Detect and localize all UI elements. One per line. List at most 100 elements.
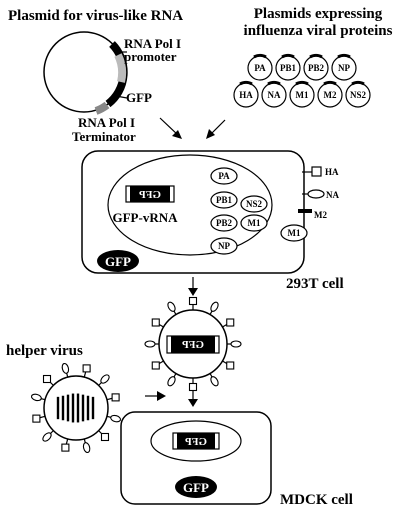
promoter-label-line1: RNA Pol I: [124, 36, 181, 51]
svg-text:M1: M1: [288, 228, 301, 238]
protein-plasmid-na: NA: [261, 80, 287, 108]
ha-spike-icon: [42, 374, 52, 384]
na-spike-icon: [100, 374, 110, 384]
ha-spike-icon: [151, 318, 160, 327]
gfp-vrna-label: GFP-vRNA: [113, 210, 179, 225]
vrna-gene-box: GFP: [125, 185, 175, 203]
svg-text:NS2: NS2: [246, 199, 263, 209]
nucleus-pill-pb2: PB2: [210, 214, 238, 232]
svg-text:GFP: GFP: [105, 254, 131, 269]
arrow-head-left: [172, 130, 182, 139]
ha-spike-icon: [111, 393, 120, 402]
protein-plasmid-label: M1: [296, 90, 309, 100]
ha-spike-icon: [82, 364, 91, 373]
virion-gene-box: GFP: [166, 335, 220, 354]
protein-plasmid-label: NP: [338, 63, 350, 73]
na-spike-icon: [61, 362, 70, 374]
protein-plasmid-pa: PA: [247, 53, 273, 81]
protein-plasmid-label: HA: [239, 90, 253, 100]
right-title-line2: influenza viral proteins: [244, 23, 393, 39]
plasmid-insert-gfp: [114, 53, 127, 83]
nucleus-pill-pa: PA: [210, 167, 238, 185]
helper-virus-label: helper virus: [6, 343, 83, 359]
na-spike-icon: [230, 340, 242, 348]
ha-spike-icon: [151, 361, 160, 370]
nucleus-proteins: PA PB1 PB2 NP NS2 M1: [210, 167, 268, 255]
arrow-to-mdck: [188, 390, 198, 407]
arrow-head-right: [206, 129, 215, 139]
protein-plasmids-group: PA PB1 PB2 NP HA NA M1 M2 NS2: [233, 53, 371, 108]
ha-spike-icon: [188, 382, 198, 392]
na-spike-icon: [42, 432, 52, 442]
nucleus-pill-ns2: NS2: [240, 195, 268, 213]
gfp-badge-293t: GFP: [97, 250, 139, 272]
ha-spike-icon: [188, 296, 198, 306]
gfp-pointer: [115, 95, 128, 99]
na-head-icon: [307, 189, 325, 199]
ha-spike-icon: [226, 318, 235, 327]
nucleus-pill-m1: M1: [240, 214, 268, 232]
ha-head-icon: [311, 166, 322, 177]
na-spike-icon: [30, 393, 42, 402]
protein-plasmid-m1: M1: [289, 80, 315, 108]
plasmid-gfp-label: GFP: [126, 90, 152, 105]
svg-text:M1: M1: [248, 218, 261, 228]
protein-plasmid-label: PB1: [280, 63, 297, 73]
mdck-gene-box: GFP: [172, 432, 220, 450]
na-spike-icon: [110, 414, 122, 423]
svg-text:PB1: PB1: [216, 195, 233, 205]
protein-plasmid-label: M2: [324, 90, 337, 100]
virion-spikes: [144, 296, 242, 392]
vrna-gene-text: GFP: [139, 189, 161, 201]
membrane-m2-label: M2: [314, 210, 327, 220]
mdck-cell-label: MDCK cell: [280, 492, 353, 508]
membrane-ha-label: HA: [325, 167, 339, 177]
svg-text:GFP: GFP: [182, 339, 204, 351]
na-spike-icon: [167, 376, 176, 387]
membrane-na-label: NA: [326, 190, 339, 200]
protein-plasmid-label: PB2: [308, 63, 325, 73]
terminator-label-line1: RNA Pol I: [78, 115, 135, 130]
ha-spike-icon: [226, 361, 235, 370]
protein-plasmid-ns2: NS2: [345, 80, 371, 108]
nucleus-pill-np: NP: [210, 237, 238, 255]
svg-text:NP: NP: [218, 241, 230, 251]
arrow-to-virion: [188, 277, 198, 296]
ha-spike-icon: [61, 443, 70, 452]
helper-arrow: [145, 391, 166, 401]
ha-spike-icon: [32, 414, 41, 423]
input-arrows: [159, 117, 226, 139]
terminator-label-line2: Terminator: [72, 129, 136, 144]
na-spike-icon: [82, 442, 91, 454]
na-spike-icon: [210, 301, 219, 312]
na-spike-icon: [144, 340, 156, 348]
protein-plasmid-pb1: PB1: [275, 53, 301, 81]
plasmid-terminator-segment: [94, 101, 110, 115]
protein-plasmid-np: NP: [331, 53, 357, 81]
left-title: Plasmid for virus-like RNA: [8, 8, 183, 24]
svg-text:PA: PA: [218, 171, 230, 181]
svg-text:GFP: GFP: [185, 436, 207, 448]
protein-plasmid-label: PA: [254, 63, 266, 73]
helper-spikes: [30, 362, 122, 454]
cell-293t-label: 293T cell: [286, 276, 344, 292]
ha-spike-icon: [100, 432, 110, 442]
svg-text:GFP: GFP: [183, 480, 209, 495]
protein-plasmid-ha: HA: [233, 80, 259, 108]
promoter-label-line2: promoter: [124, 49, 177, 64]
na-spike-icon: [167, 301, 176, 312]
protein-plasmid-label: NA: [268, 90, 281, 100]
helper-genome-segments: [56, 393, 95, 423]
cytoplasm-m1: M1: [280, 224, 308, 242]
protein-plasmid-label: NS2: [350, 90, 367, 100]
helper-virus-envelope: [43, 375, 109, 441]
membrane-proteins: HA NA M2: [298, 166, 339, 220]
protein-plasmid-pb2: PB2: [303, 53, 329, 81]
right-title-line1: Plasmids expressing: [254, 6, 383, 22]
svg-text:PB2: PB2: [216, 218, 233, 228]
rna-plasmid: [43, 31, 128, 115]
nucleus-pill-pb1: PB1: [210, 191, 238, 209]
na-spike-icon: [210, 376, 219, 387]
